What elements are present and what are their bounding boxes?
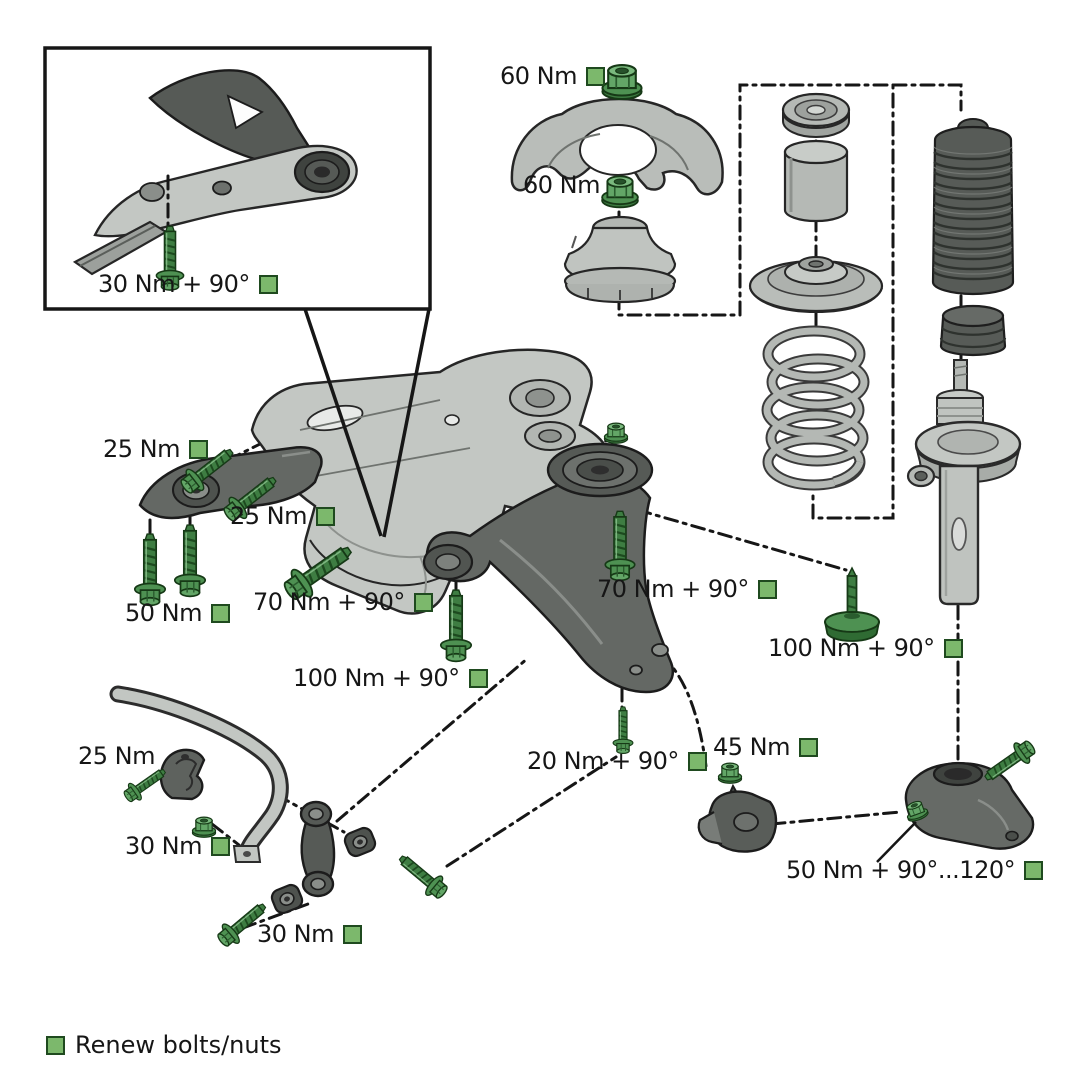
arm-rear-nut-icon	[603, 422, 629, 444]
torque-label-arm-front-bolt: 100 Nm + 90°	[293, 666, 488, 690]
renew-square-icon	[943, 638, 963, 658]
torque-label-knuckle-pinch-bolt: 50 Nm + 90°...120°	[786, 858, 1044, 882]
renew-square-icon	[258, 274, 278, 294]
renew-square-icon	[413, 592, 433, 612]
knuckle-nut-leader-line	[876, 821, 917, 863]
strut-bearing-disc	[781, 92, 851, 138]
stab-link-bolt-upper-icon	[392, 847, 453, 905]
inset-detail-box	[43, 46, 432, 311]
torque-label-inset-arm-bolt: 30 Nm + 90°	[98, 272, 278, 296]
torque-label-subframe-front-bolt: 70 Nm + 90°	[253, 590, 433, 614]
strut-pinch-bolt-icon	[824, 566, 880, 642]
renew-square-icon	[757, 579, 777, 599]
bump-stop-spacer	[783, 139, 849, 223]
legend-text: Renew bolts/nuts	[75, 1031, 282, 1059]
link-bushing-upper	[343, 826, 377, 858]
renew-square-icon	[211, 603, 230, 623]
torque-label-stab-clamp-bolt: 25 Nm	[78, 742, 156, 770]
spring-seat-plate	[748, 256, 884, 314]
mount-nut-upper-icon	[601, 64, 643, 101]
torque-label-console-bolt-b: 25 Nm	[230, 504, 335, 528]
renew-square-icon	[46, 1035, 65, 1055]
torque-label-arm-rear-bolt: 70 Nm + 90°	[597, 577, 777, 601]
renew-square-icon	[799, 737, 818, 757]
stabilizer-bar	[109, 685, 289, 863]
renew-square-icon	[687, 751, 707, 771]
mount-nut-lower-icon	[601, 175, 639, 209]
strut-top-mount	[563, 215, 677, 304]
stabilizer-link	[299, 800, 336, 898]
coil-spring	[761, 325, 870, 491]
torque-label-ball-joint-nut: 45 Nm	[713, 735, 818, 759]
stabilizer-clamp	[159, 748, 206, 801]
torque-label-console-long-bolts: 50 Nm	[125, 601, 230, 625]
torque-label-mount-nut-upper: 60 Nm	[500, 64, 605, 88]
renew-square-icon	[316, 506, 335, 526]
renew-square-icon	[189, 439, 208, 459]
console-long-bolt-2-icon	[173, 523, 207, 598]
knuckle-clamp	[904, 761, 1035, 850]
dust-boot-bellows	[931, 118, 1015, 296]
inset-leader-lines	[303, 308, 431, 538]
bump-stop	[939, 304, 1007, 357]
strut-shock-absorber	[906, 359, 1022, 606]
renew-square-icon	[343, 924, 362, 944]
arm-front-bolt-icon	[439, 588, 473, 663]
fasteners	[119, 64, 1041, 953]
legend: Renew bolts/nuts	[46, 1031, 282, 1059]
link-bushing-lower	[270, 883, 304, 915]
renew-square-icon	[586, 66, 605, 86]
inset-upper-arm	[148, 69, 315, 173]
renew-square-icon	[1024, 860, 1044, 880]
ball-joint-nut-icon	[717, 762, 743, 784]
control-arm	[422, 442, 674, 694]
torque-label-console-bolt-a: 25 Nm	[103, 437, 208, 461]
torque-label-strut-pinch-bolt: 100 Nm + 90°	[768, 636, 963, 660]
torque-label-mount-nut-lower: 60 Nm	[523, 171, 601, 199]
renew-square-icon	[468, 668, 488, 688]
torque-label-stab-bar-nut: 30 Nm	[125, 834, 230, 858]
dust-shield	[510, 97, 724, 196]
renew-square-icon	[211, 836, 230, 856]
knuckle-clamp-bolt-icon	[978, 735, 1041, 789]
console-long-bolt-1-icon	[133, 532, 167, 607]
torque-label-stab-link-bolt: 30 Nm	[257, 922, 362, 946]
torque-label-arm-knuckle-bolt: 20 Nm + 90°	[527, 749, 707, 773]
ball-joint	[697, 783, 778, 853]
